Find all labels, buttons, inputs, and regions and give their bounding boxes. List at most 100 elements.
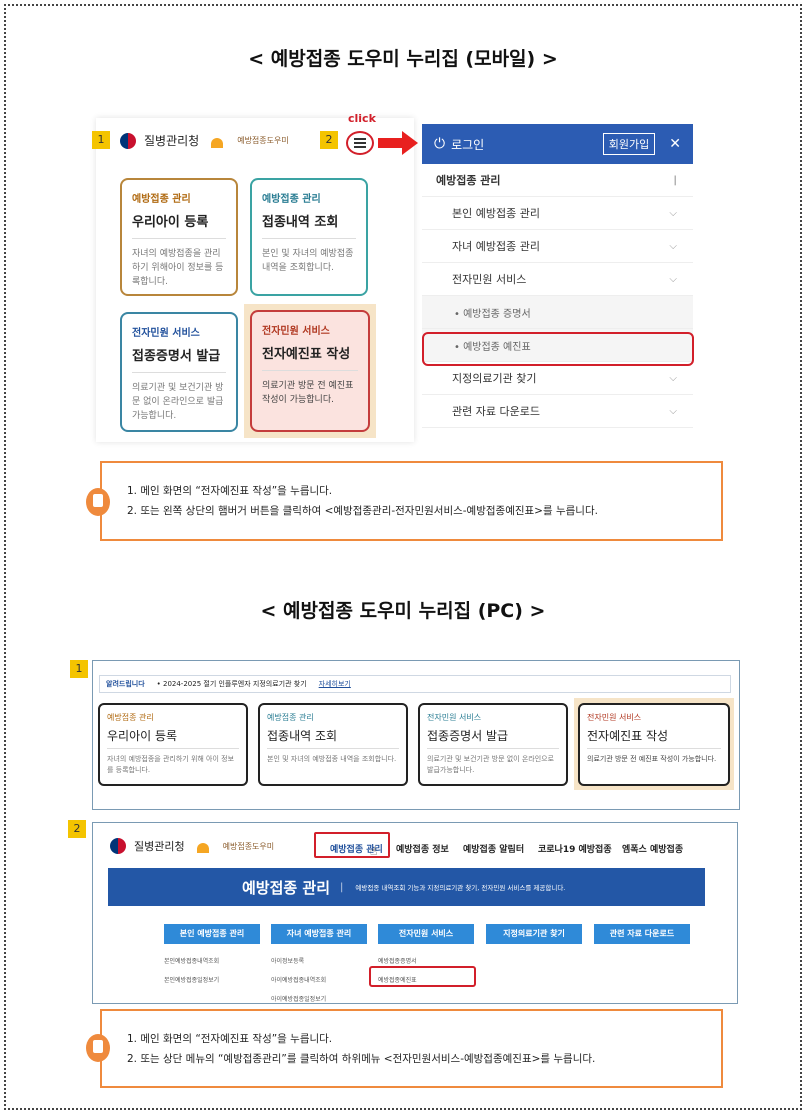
menu-item-self[interactable]: 본인 예방접종 관리⌵ — [422, 197, 693, 230]
mobile-section-title: < 예방접종 도우미 누리집 (모바일) > — [248, 48, 558, 70]
menu-label: 지정의료기관 찾기 — [452, 372, 537, 385]
nav-vaccination-info[interactable]: 예방접종 정보 — [396, 845, 449, 855]
card-category: 전자민원 서비스 — [587, 713, 642, 722]
cursor-hand-icon: ☝ — [370, 844, 378, 858]
step-badge-1: 1 — [92, 131, 110, 149]
menu-top-vaccination[interactable]: 예방접종 관리| — [422, 164, 693, 197]
card-title: 우리아이 등록 — [107, 727, 239, 749]
card-category: 전자민원 서비스 — [427, 713, 482, 722]
btn-e-civil[interactable]: 전자민원 서비스 — [378, 924, 474, 944]
submenu-label: • 예방접종 증명서 — [454, 308, 531, 320]
mobile-note-2: 2. 또는 왼쪽 상단의 햄버거 버튼을 클릭하여 <예방접종관리-전자민원서비… — [127, 505, 598, 517]
gov-name: 질병관리청 — [144, 134, 200, 148]
login-link[interactable]: 로그인 — [451, 137, 485, 152]
pc-note-1: 1. 메인 화면의 “전자예진표 작성”을 누릅니다. — [127, 1033, 333, 1045]
pc-section-title: < 예방접종 도우미 누리집 (PC) > — [260, 600, 546, 622]
nav-vaccination-alert[interactable]: 예방접종 알림터 — [463, 845, 525, 855]
nav-vaccination-manage[interactable]: 예방접종 관리 — [330, 845, 383, 855]
card-category: 전자민원 서비스 — [132, 328, 200, 339]
card-desc: 자녀의 예방접종을 관리하기 위해아이 정보를 등록합니다. — [132, 249, 224, 287]
sublink-self-schedule[interactable]: 본인예방접종일정보기 — [164, 977, 220, 984]
menu-label: 자녀 예방접종 관리 — [452, 240, 540, 253]
mobile-side-menu: ⏻ 로그인 회원가입 ✕ 예방접종 관리| 본인 예방접종 관리⌵ 자녀 예방접… — [422, 124, 693, 440]
helper-name: 예방접종도우미 — [222, 841, 275, 851]
card-desc: 의료기관 방문 전 예진표 작성이 가능합니다. — [587, 755, 717, 763]
gov-name: 질병관리청 — [134, 840, 185, 853]
sublink-self-history[interactable]: 본인예방접종내역조회 — [164, 958, 220, 965]
menu-item-download[interactable]: 관련 자료 다운로드⌵ — [422, 395, 693, 428]
mobile-logo[interactable]: 질병관리청 예방접종도우미 — [120, 132, 289, 149]
card-title: 접종증명서 발급 — [427, 727, 559, 749]
gov-emblem-icon — [110, 838, 126, 854]
pc-step-badge-1: 1 — [70, 660, 88, 678]
pc-note-2: 2. 또는 상단 메뉴의 “예방접종관리”를 클릭하여 하위메뉴 <전자민원서비… — [127, 1053, 596, 1065]
card-title: 전자예진표 작성 — [587, 727, 721, 749]
card-title: 접종증명서 발급 — [132, 345, 226, 373]
sublink-prescreen[interactable]: 예방접종예진표 — [378, 977, 417, 984]
card-desc: 의료기관 방문 전 예진표 작성이 가능합니다. — [262, 381, 354, 405]
mobile-instruction-box: 1. 메인 화면의 “전자예진표 작성”을 누릅니다. 2. 또는 왼쪽 상단의… — [100, 461, 723, 541]
prescreen-highlight-box — [422, 332, 694, 366]
helper-name: 예방접종도우미 — [237, 136, 289, 145]
card-child-register[interactable]: 예방접종 관리 우리아이 등록 자녀의 예방접종을 관리하기 위해아이 정보를 … — [120, 178, 238, 296]
sublink-highlight-box — [369, 966, 476, 987]
nav-highlight-box — [314, 832, 390, 858]
card-e-prescreen[interactable]: 전자민원 서비스 전자예진표 작성 의료기관 방문 전 예진표 작성이 가능합니… — [250, 310, 370, 432]
close-icon[interactable]: ✕ — [669, 136, 681, 152]
card-desc: 자녀의 예방접종을 관리하기 위해 아이 정보를 등록합니다. — [107, 755, 235, 774]
step-badge-2: 2 — [320, 131, 338, 149]
submenu-prescreen[interactable]: • 예방접종 예진표 — [422, 329, 693, 362]
notice-link[interactable]: 자세히보기 — [318, 680, 351, 688]
mobile-note-1: 1. 메인 화면의 “전자예진표 작성”을 누릅니다. — [127, 485, 333, 497]
btn-download[interactable]: 관련 자료 다운로드 — [594, 924, 690, 944]
arrow-shaft — [378, 138, 404, 148]
pc-card-history[interactable]: 예방접종 관리 접종내역 조회 본인 및 자녀의 예방접종 내역을 조회합니다. — [258, 703, 408, 786]
card-category: 전자민원 서비스 — [262, 326, 330, 337]
btn-child-manage[interactable]: 자녀 예방접종 관리 — [271, 924, 367, 944]
menu-label: 관련 자료 다운로드 — [452, 405, 540, 418]
sublink-child-register[interactable]: 아이정보등록 — [271, 958, 305, 965]
gov-emblem-icon — [120, 132, 136, 149]
chevron-down-icon: ⌵ — [669, 240, 677, 252]
card-category: 예방접종 관리 — [107, 713, 154, 722]
card-certificate[interactable]: 전자민원 서비스 접종증명서 발급 의료기관 및 보건기관 방문 없이 온라인으… — [120, 312, 238, 432]
card-history-view[interactable]: 예방접종 관리 접종내역 조회 본인 및 자녀의 예방접종 내역을 조회합니다. — [250, 178, 368, 296]
nav-mpox[interactable]: 엠폭스 예방접종 — [622, 845, 684, 855]
pc-card-certificate[interactable]: 전자민원 서비스 접종증명서 발급 의료기관 및 보건기관 방문 없이 온라인으… — [418, 703, 568, 786]
submenu-certificate[interactable]: • 예방접종 증명서 — [422, 296, 693, 329]
pc-logo[interactable]: 질병관리청 예방접종도우미 — [110, 838, 274, 854]
menu-label: 본인 예방접종 관리 — [452, 207, 540, 220]
pc-card-e-prescreen[interactable]: 전자민원 서비스 전자예진표 작성 의료기관 방문 전 예진표 작성이 가능합니… — [578, 703, 730, 786]
menu-item-clinic[interactable]: 지정의료기관 찾기⌵ — [422, 362, 693, 395]
card-desc: 의료기관 및 보건기관 방문 없이 온라인으로 발급가능합니다. — [427, 755, 555, 774]
nav-covid19[interactable]: 코로나19 예방접종 — [538, 845, 612, 855]
arrow-right-icon — [402, 131, 418, 155]
card-title: 전자예진표 작성 — [262, 343, 358, 371]
sublink-child-schedule[interactable]: 아이예방접종일정보기 — [271, 996, 327, 1003]
sublink-certificate[interactable]: 예방접종증명서 — [378, 958, 417, 965]
join-button[interactable]: 회원가입 — [602, 133, 656, 155]
menu-marker: | — [673, 174, 677, 186]
banner-desc: 예방접종 내역조회 기능과 지정의료기관 찾기, 전자민원 서비스를 제공합니다… — [355, 884, 566, 892]
note-icon — [86, 488, 110, 516]
chevron-down-icon: ⌵ — [669, 273, 677, 285]
sun-logo-icon — [193, 839, 215, 853]
card-title: 접종내역 조회 — [262, 211, 356, 239]
card-desc: 본인 및 자녀의 예방접종 내역을 조회합니다. — [262, 249, 354, 273]
sublink-child-history[interactable]: 아이예방접종내역조회 — [271, 977, 327, 984]
sun-logo-icon — [207, 134, 229, 148]
hamburger-menu-icon[interactable] — [346, 131, 374, 155]
submenu-label: • 예방접종 예진표 — [454, 341, 531, 353]
menu-item-child[interactable]: 자녀 예방접종 관리 ⌵ — [422, 230, 693, 263]
notice-text: • 2024-2025 절기 인플루엔자 지정의료기관 찾기 — [156, 680, 307, 688]
btn-clinic-find[interactable]: 지정의료기관 찾기 — [486, 924, 582, 944]
pc-banner: 예방접종 관리 | 예방접종 내역조회 기능과 지정의료기관 찾기, 전자민원 … — [108, 868, 705, 906]
note-icon — [86, 1034, 110, 1062]
card-desc: 본인 및 자녀의 예방접종 내역을 조회합니다. — [267, 755, 397, 763]
pc-card-child-register[interactable]: 예방접종 관리 우리아이 등록 자녀의 예방접종을 관리하기 위해 아이 정보를… — [98, 703, 248, 786]
banner-title: 예방접종 관리 — [242, 878, 331, 897]
page-frame — [4, 4, 802, 1110]
notice-bar: 알려드립니다 • 2024-2025 절기 인플루엔자 지정의료기관 찾기 자세… — [99, 675, 731, 693]
btn-self-manage[interactable]: 본인 예방접종 관리 — [164, 924, 260, 944]
menu-item-e-civil[interactable]: 전자민원 서비스⌵ — [422, 263, 693, 296]
